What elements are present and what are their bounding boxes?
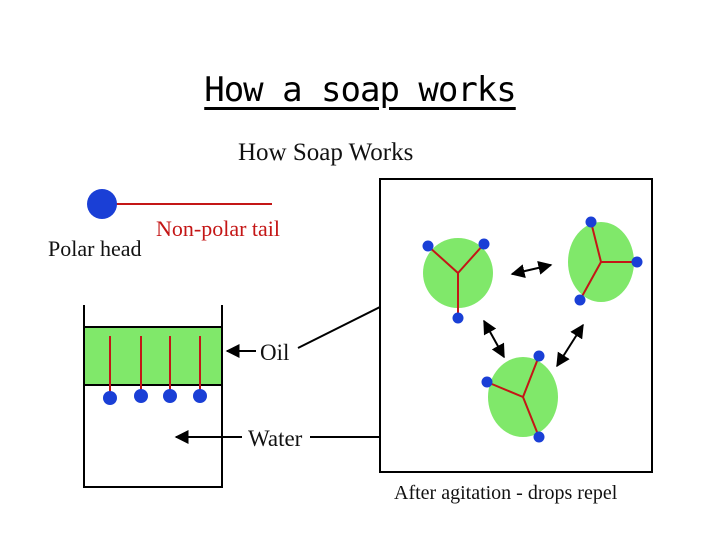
slide-title: How a soap works bbox=[204, 70, 517, 110]
oil-callout: Oil bbox=[225, 284, 426, 365]
molecule-head bbox=[533, 431, 545, 443]
water-callout: Water bbox=[174, 426, 432, 451]
molecule-head bbox=[103, 391, 117, 405]
molecule-head bbox=[134, 389, 148, 403]
agitation-caption: After agitation - drops repel bbox=[394, 482, 618, 504]
water-label: Water bbox=[248, 426, 303, 451]
repel-arrows bbox=[483, 261, 584, 368]
beaker-outline bbox=[83, 305, 223, 488]
molecule-head bbox=[631, 256, 643, 268]
oil-droplet bbox=[481, 350, 558, 443]
legend-head bbox=[87, 189, 117, 219]
soap-molecule-legend: Polar head Non-polar tail bbox=[48, 189, 280, 261]
non-polar-tail-label: Non-polar tail bbox=[156, 216, 280, 241]
molecule-head bbox=[478, 238, 490, 250]
oil-droplet bbox=[568, 216, 643, 306]
molecule-head bbox=[481, 376, 493, 388]
interface-molecules bbox=[103, 336, 207, 405]
molecule-head bbox=[422, 240, 434, 252]
oil-droplet bbox=[422, 238, 493, 324]
oil-label: Oil bbox=[260, 340, 289, 365]
repel-arrow bbox=[510, 261, 553, 278]
molecule-head bbox=[452, 312, 464, 324]
molecule-head bbox=[585, 216, 597, 228]
molecule-head bbox=[193, 389, 207, 403]
molecule-head bbox=[533, 350, 545, 362]
beaker bbox=[83, 305, 223, 488]
molecule-head bbox=[574, 294, 586, 306]
repel-arrow bbox=[483, 319, 505, 359]
molecule-head bbox=[163, 389, 177, 403]
oil-layer bbox=[84, 327, 222, 385]
diagram-heading: How Soap Works bbox=[238, 139, 413, 166]
repel-arrow bbox=[556, 323, 584, 368]
polar-head-label: Polar head bbox=[48, 236, 141, 261]
